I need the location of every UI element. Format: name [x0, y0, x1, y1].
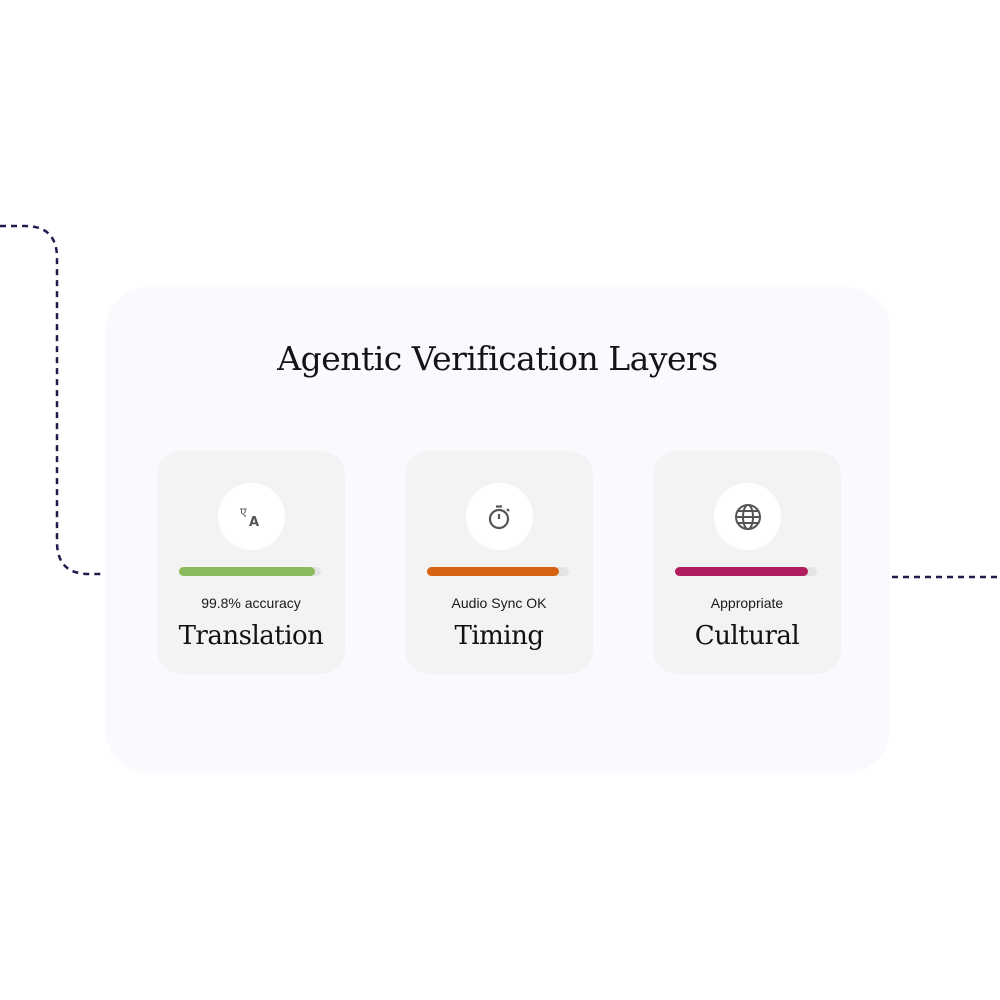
layer-status: Appropriate — [710, 595, 784, 611]
progress-bar — [427, 567, 569, 576]
stopwatch-icon — [466, 483, 533, 550]
layer-name: Timing — [454, 621, 544, 651]
layer-status: 99.8% accuracy — [201, 595, 301, 611]
globe-icon — [714, 483, 781, 550]
layer-name: Translation — [178, 621, 324, 651]
layer-card-timing: Audio Sync OK Timing — [405, 451, 593, 674]
svg-text:A: A — [249, 515, 259, 530]
svg-text:ए: ए — [240, 505, 247, 519]
progress-fill — [179, 567, 316, 576]
progress-fill — [427, 567, 560, 576]
layer-card-cultural: Appropriate Cultural — [653, 451, 841, 674]
progress-bar — [179, 567, 321, 576]
layer-name: Cultural — [694, 621, 800, 651]
progress-fill — [675, 567, 809, 576]
progress-bar — [675, 567, 817, 576]
connector-left — [0, 224, 105, 576]
layer-status: Audio Sync OK — [451, 595, 547, 611]
panel-title: Agentic Verification Layers — [277, 339, 718, 378]
